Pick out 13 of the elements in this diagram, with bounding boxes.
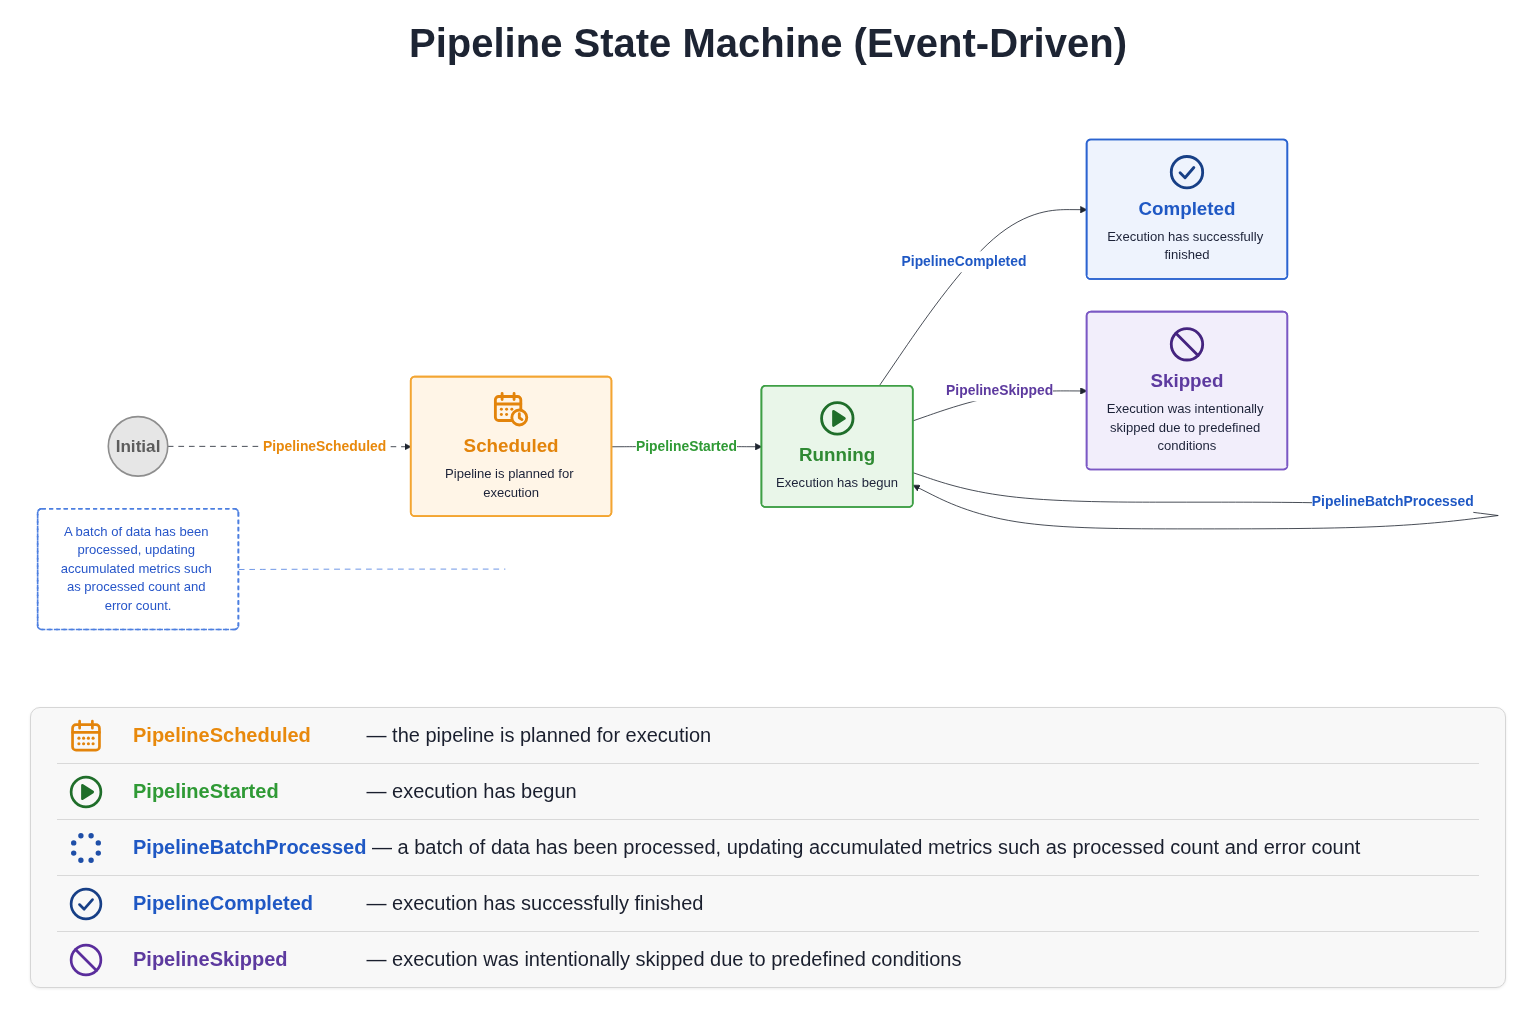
legend-entry: PipelineStarted — execution has begun	[133, 780, 577, 803]
edge-label: PipelineBatchProcessed	[1311, 494, 1474, 510]
edge-label: PipelineCompleted	[901, 253, 1027, 270]
legend-entry: PipelineScheduled — the pipeline is planned for execution	[133, 724, 712, 747]
connector	[238, 568, 506, 570]
edge-label: PipelineSkipped	[946, 382, 1054, 399]
legend-entry: PipelineBatchProcessed — a batch of data has been processed, updating accumulated metrics such as processed count and error count	[133, 836, 1361, 859]
node-circle: Initial	[107, 415, 169, 477]
edge-label: PipelineScheduled	[262, 438, 387, 454]
diagram-title: Pipeline State Machine (Event-Driven)	[409, 20, 1127, 66]
legend-entry: PipelineCompleted — execution has successfully finished	[133, 892, 704, 915]
legend-entry: PipelineSkipped — execution was intentionally skipped due to predefined conditions	[133, 948, 962, 971]
edge-label: PipelineStarted	[635, 438, 737, 454]
